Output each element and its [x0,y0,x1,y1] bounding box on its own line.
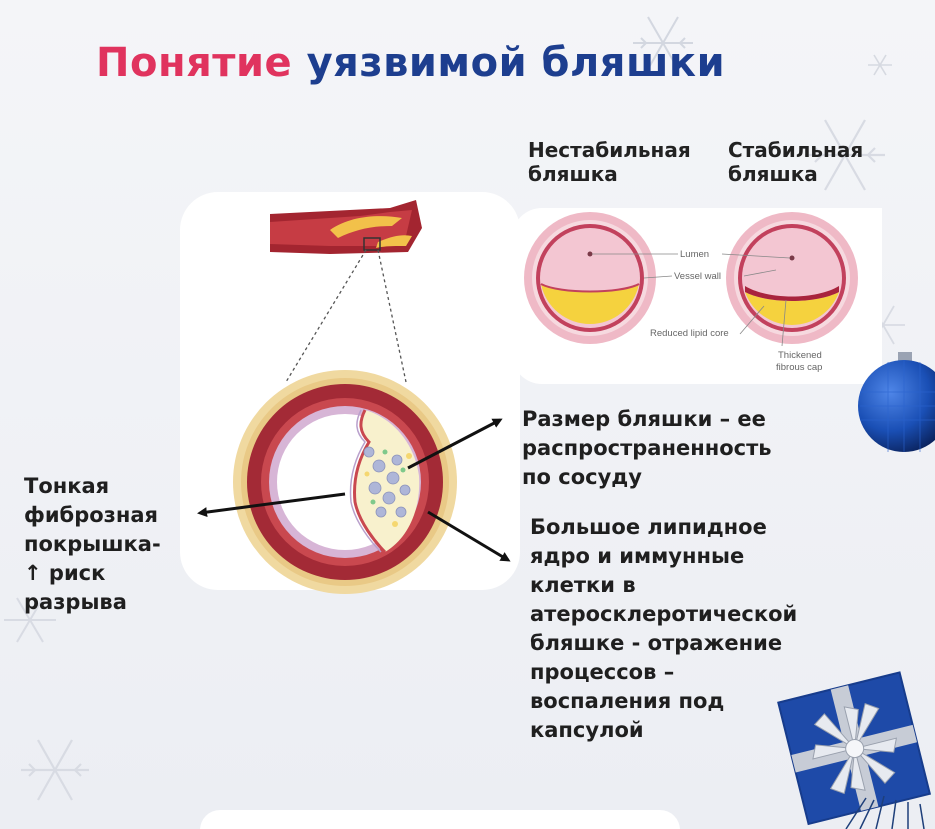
arrow-to-size [407,418,503,470]
stable-plaque-section [726,212,858,344]
arrow-to-thin-cap [197,492,346,518]
snowflake-icon [805,119,885,191]
thickened-cap-label-2: fibrous cap [776,362,822,373]
snowflake-icon [21,739,89,801]
vessel-wall-label: Vessel wall [674,271,721,282]
artery-segment-illustration [270,200,422,254]
snowflake-icon [868,54,892,76]
vessel-diagram [233,200,457,594]
unstable-plaque-section [524,212,656,344]
unstable-plaque-caption: Нестабильная бляшка [528,138,691,186]
next-card [200,810,680,829]
plaque-cross-section [233,370,457,594]
snowflake-icon [4,597,56,643]
comparison-diagram: Lumen Vessel wall Reduced lipid core Thi… [524,212,858,373]
title-part-1: Понятие [96,40,293,86]
page-title: Понятие уязвимой бляшки [96,40,725,86]
arrow-to-lipid-core [427,510,511,562]
lumen-label: Lumen [680,249,709,260]
gift-box-icon [777,671,932,826]
stable-plaque-caption: Стабильная бляшка [728,138,864,186]
christmas-ornament-icon [858,352,935,452]
title-part-2: уязвимой бляшки [306,40,726,86]
snowflake-icon [633,16,693,70]
thin-cap-annotation: Тонкая фиброзная покрышка- ↑ риск разрыв… [24,474,161,614]
reduced-lipid-core-label: Reduced lipid core [650,328,729,339]
pine-branch-decoration [845,795,925,829]
plaque-size-annotation: Размер бляшки – ее распространенность по… [522,407,772,489]
thickened-cap-label-1: Thickened [778,350,822,361]
lipid-core-annotation: Большое липидное ядро и иммунные клетки … [530,515,798,742]
